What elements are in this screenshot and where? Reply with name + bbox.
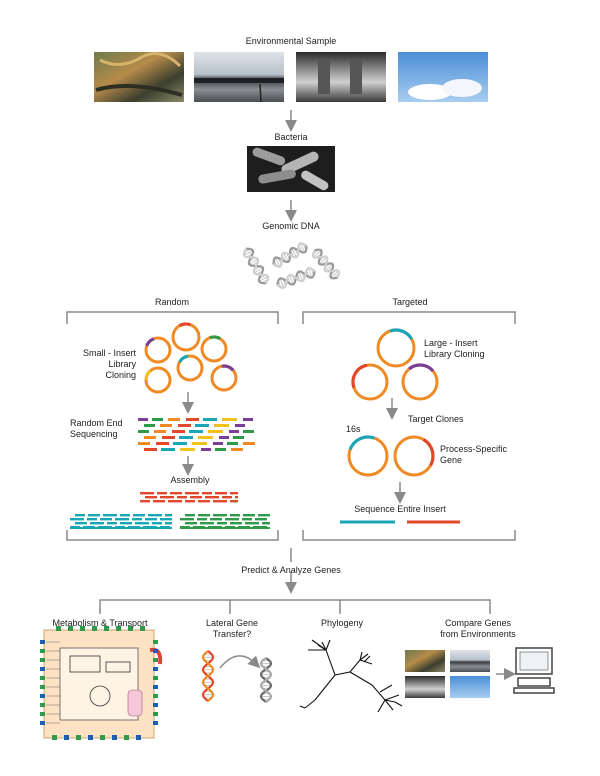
large-plasmid-1 (376, 328, 416, 368)
plasmid-5 (144, 366, 172, 394)
photo-sky-icon (398, 52, 488, 102)
phylogeny-label: Phylogeny (320, 618, 364, 628)
compare-photos-icon (405, 650, 490, 698)
bacteria-label: Bacteria (274, 132, 308, 142)
random-title: Random (154, 297, 190, 307)
plasmid-1 (144, 336, 172, 364)
photo-pipe-icon (296, 52, 386, 102)
lateral-label: Lateral Gene Transfer? (205, 618, 259, 639)
dna-helix-icon (242, 242, 341, 290)
lateral-transfer-dna-icon (201, 650, 273, 703)
compare-label: Compare Genes from Environments (440, 618, 516, 639)
large-plasmid-2 (351, 363, 389, 401)
metabolism-label: Metabolism & Transport (52, 618, 148, 628)
plasmid-group-random (144, 322, 238, 394)
target-clones-label: Target Clones (408, 414, 464, 424)
random-reads (138, 418, 255, 451)
pathway-map-icon (40, 626, 163, 740)
clone-process-plasmid (393, 435, 435, 477)
lateral-dna-gray (259, 657, 273, 703)
plasmid-6 (210, 364, 238, 392)
plasmid-3 (200, 335, 228, 363)
dna-helix-4 (311, 248, 341, 280)
dna-helix-2 (272, 242, 308, 268)
random-end-label: Random End Sequencing (70, 418, 123, 439)
computer-icon (513, 647, 555, 694)
bacteria-micrograph-icon (247, 146, 335, 192)
small-insert-label: Small - Insert Library Cloning (82, 348, 136, 380)
assembly-label: Assembly (170, 475, 210, 485)
genomic-dna-label: Genomic DNA (262, 221, 320, 231)
photo-coast-icon (194, 52, 284, 103)
plasmid-2 (171, 322, 201, 352)
target-clone-plasmids (347, 435, 435, 477)
photo-rock-icon (94, 52, 184, 102)
plasmid-4 (176, 354, 204, 382)
dna-helix-1 (242, 247, 270, 285)
clone-16s-plasmid (347, 435, 389, 477)
assembly-contigs (70, 492, 270, 529)
large-plasmid-3 (401, 363, 439, 401)
env-sample-label: Environmental Sample (245, 36, 337, 46)
lateral-dna-red (201, 650, 215, 702)
process-specific-label: Process-Specific Gene (440, 444, 508, 465)
large-insert-label: Large - Insert Library Cloning (424, 338, 485, 359)
16s-label: 16s (346, 424, 361, 434)
sequence-entire-label: Sequence Entire Insert (354, 504, 446, 514)
predict-analyze-label: Predict & Analyze Genes (241, 565, 341, 575)
targeted-title: Targeted (392, 297, 428, 307)
phylogenetic-tree-icon (299, 639, 403, 713)
dna-helix-3 (276, 266, 316, 290)
plasmid-group-targeted (351, 328, 439, 401)
